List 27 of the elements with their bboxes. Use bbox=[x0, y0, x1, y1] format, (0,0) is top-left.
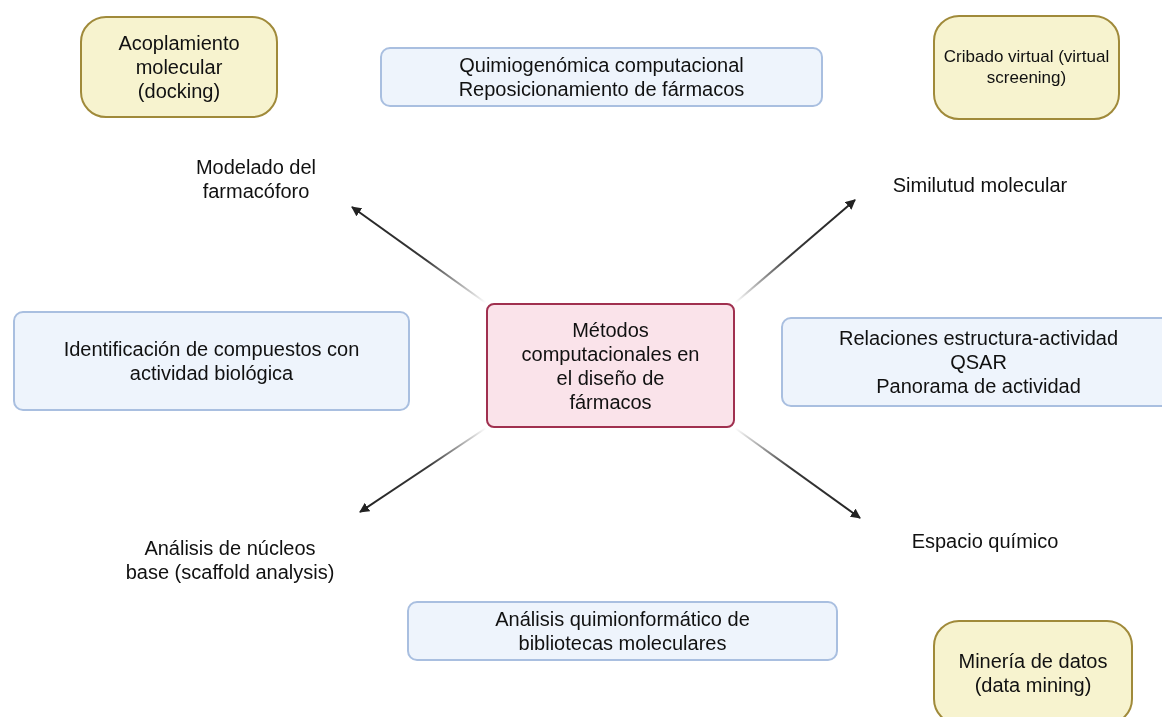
arrow bbox=[734, 199, 856, 304]
node-label: Métodos computacionales en el diseño de fármacos bbox=[520, 317, 701, 414]
node-label: Análisis quimionformático de bibliotecas moleculares bbox=[494, 607, 751, 655]
topic-box bbox=[933, 620, 1133, 717]
topic-box bbox=[407, 601, 838, 661]
topic-box bbox=[80, 16, 278, 118]
node-label: Minería de datos (data mining) bbox=[958, 648, 1108, 697]
node-label: Panorama de actividad bbox=[876, 374, 1081, 398]
node-label: Quimiogenómica computacional bbox=[459, 53, 744, 77]
node-label: QSAR bbox=[950, 350, 1007, 374]
topic-box bbox=[380, 47, 823, 107]
node-label: Reposicionamiento de fármacos bbox=[458, 77, 745, 101]
arrow bbox=[734, 427, 861, 519]
arrow bbox=[359, 427, 487, 513]
arrow bbox=[351, 206, 487, 304]
node-label: Cribado virtual (virtual screening) bbox=[942, 47, 1111, 88]
node-label: Relaciones estructura-actividad bbox=[839, 326, 1118, 350]
topic-box bbox=[13, 311, 410, 411]
central-box bbox=[486, 303, 735, 428]
node-label: Espacio químico bbox=[911, 528, 1059, 553]
node-label: Análisis de núcleos base (scaffold analysis) bbox=[125, 535, 335, 584]
node-label: Similutud molecular bbox=[892, 173, 1068, 197]
topic-box bbox=[933, 15, 1120, 120]
node-label: Identificación de compuestos con actividad biológica bbox=[62, 337, 361, 385]
topic-box bbox=[781, 317, 1162, 407]
node-label: Acoplamiento molecular (docking) bbox=[117, 31, 241, 103]
node-label: Modelado del farmacóforo bbox=[194, 154, 318, 203]
